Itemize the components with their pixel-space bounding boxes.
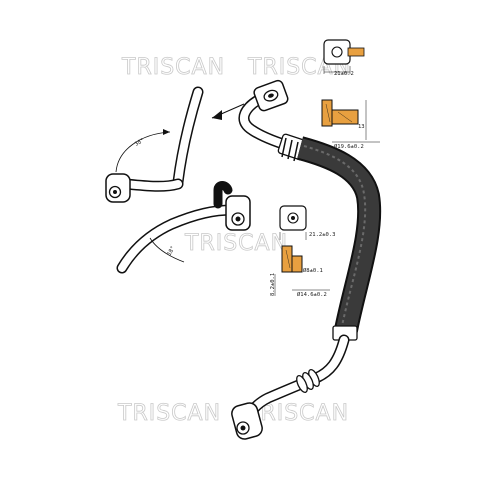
watermark-top-left: TRISCAN bbox=[121, 55, 225, 80]
view-arrow bbox=[211, 103, 245, 120]
dim-mid-fitting-width: 21.2±0.3 bbox=[309, 232, 336, 238]
upper-cross-section: 13 Ø19.6±0.2 bbox=[321, 99, 380, 150]
angle-detail-view: 38° 18° bbox=[105, 86, 251, 274]
dim-mid-outer-diameter: Ø14.6±0.2 bbox=[297, 291, 327, 298]
detail-right-banjo bbox=[225, 195, 251, 231]
bottom-banjo-fitting bbox=[231, 402, 263, 440]
watermark-middle: TRISCAN bbox=[184, 231, 288, 256]
angle-label-lower: 18° bbox=[167, 245, 177, 257]
angle-label-upper: 38° bbox=[134, 138, 146, 148]
lower-pipe-rings bbox=[296, 369, 320, 393]
main-pipe-assembly bbox=[231, 79, 382, 440]
dim-top-section-diameter: Ø19.6±0.2 bbox=[334, 143, 364, 150]
dim-mid-height: 8.2±0.1 bbox=[270, 273, 276, 296]
detail-left-banjo bbox=[105, 173, 131, 203]
dim-top-section-height: 13 bbox=[358, 124, 365, 130]
dim-top-fitting-width: 21±0.2 bbox=[334, 71, 354, 77]
top-banjo-fitting bbox=[253, 79, 289, 112]
watermark-bottom-left: TRISCAN bbox=[117, 401, 221, 426]
top-dimension-detail: 21±0.2 bbox=[323, 39, 365, 77]
middle-dimension-detail: 21.2±0.3 Ø8±0.1 8.2±0.1 Ø14.6±0.2 bbox=[270, 205, 336, 298]
dim-mid-bore: Ø8±0.1 bbox=[303, 267, 323, 274]
